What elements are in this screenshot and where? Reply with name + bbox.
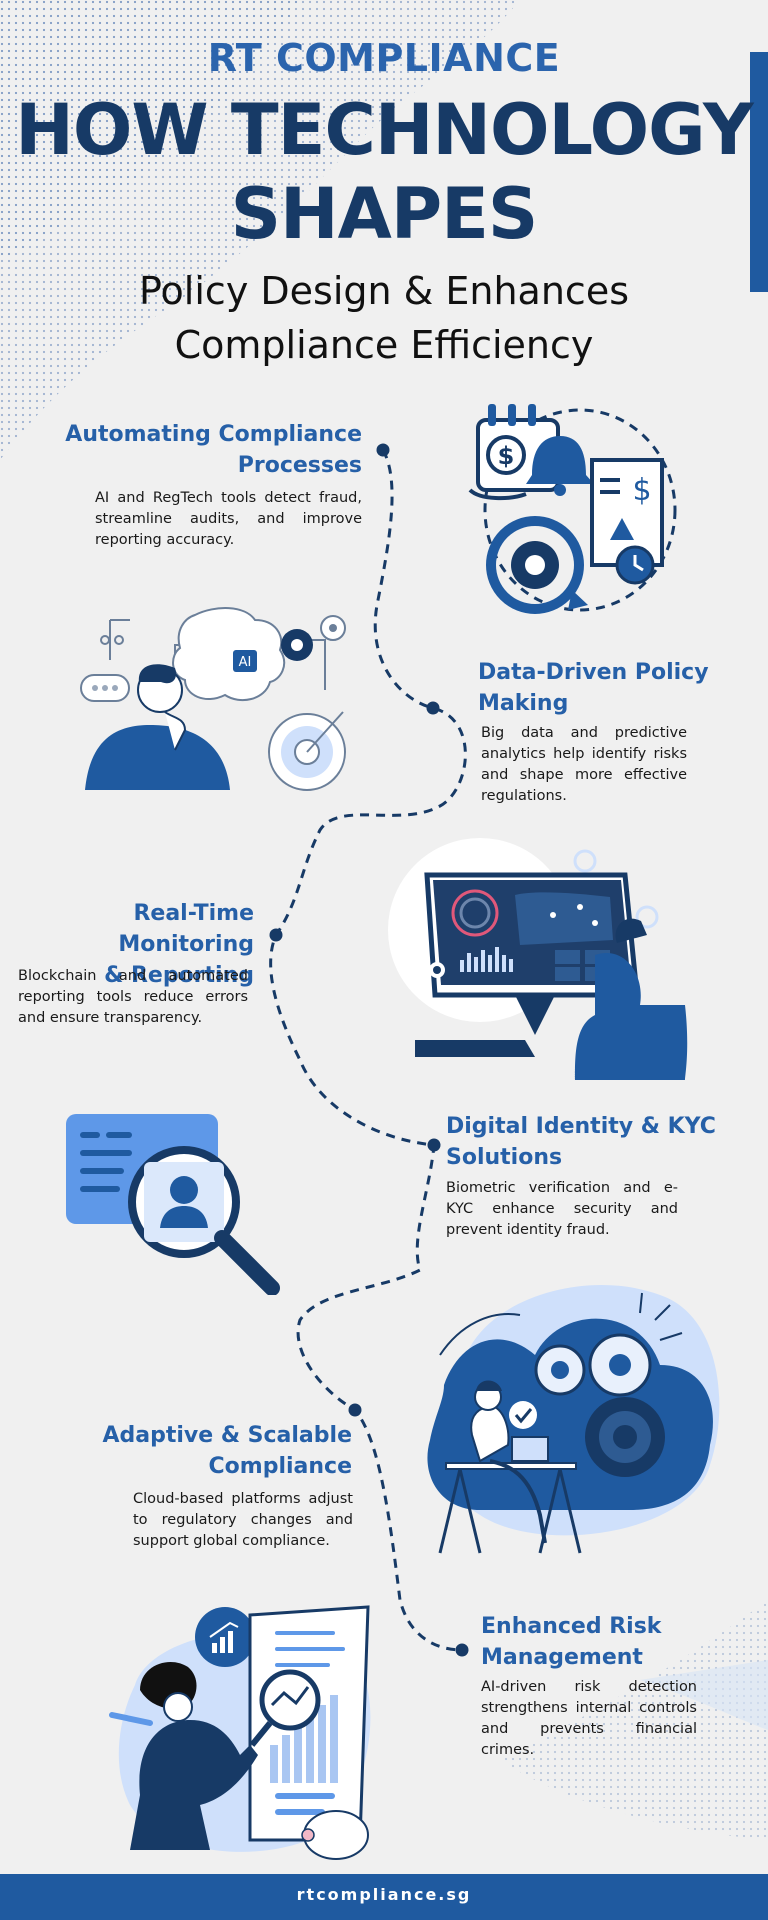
- subheadline-line-2: Compliance Efficiency: [174, 323, 594, 367]
- monitoring-dashboard-icon: [388, 838, 688, 1080]
- section-4-title: Digital Identity & KYC Solutions: [446, 1111, 736, 1173]
- brand-title: RT COMPLIANCE: [207, 36, 561, 80]
- section-6-title-line-2: Management: [481, 1645, 643, 1670]
- ai-chip-label: AI: [239, 655, 252, 670]
- svg-text:$: $: [632, 473, 651, 508]
- section-1-body: AI and RegTech tools detect fraud, strea…: [95, 490, 362, 548]
- section-2-title-line-2: Making: [478, 691, 569, 716]
- timeline-dot-5: [348, 1403, 362, 1417]
- timeline-dot-2: [426, 701, 440, 715]
- section-3-title: Real-Time Monitoring & Reporting: [10, 898, 254, 991]
- subheadline-line-1: Policy Design & Enhances: [139, 269, 629, 313]
- section-1-title-line-1: Automating Compliance: [65, 422, 362, 447]
- section-1-title-line-2: Processes: [237, 453, 362, 478]
- section-6-body: AI-driven risk detection strengthens int…: [481, 1679, 697, 1758]
- section-1-title: Automating Compliance Processes: [60, 419, 362, 481]
- subheadline: Policy Design & Enhances Compliance Effi…: [0, 264, 768, 372]
- identity-search-icon: [66, 1114, 280, 1295]
- footer-website-link[interactable]: rtcompliance.sg: [296, 1885, 472, 1904]
- section-5-title-line-1: Adaptive & Scalable: [102, 1423, 352, 1448]
- section-4-title-line-1: Digital Identity & KYC: [446, 1114, 716, 1139]
- section-4-body: Biometric verification and e-KYC enhance…: [446, 1180, 678, 1238]
- section-4-title-line-2: Solutions: [446, 1145, 563, 1170]
- section-3-title-line-1: Real-Time Monitoring: [118, 901, 254, 957]
- section-6-title-line-1: Enhanced Risk: [481, 1614, 662, 1639]
- headline-line-1: HOW TECHNOLOGY: [15, 89, 754, 171]
- timeline-dot-6: [455, 1643, 469, 1657]
- section-5-title: Adaptive & Scalable Compliance: [100, 1420, 352, 1482]
- section-2-title: Data-Driven Policy Making: [478, 657, 728, 719]
- timeline-dot-3: [269, 928, 283, 942]
- risk-analysis-icon: [109, 1605, 371, 1860]
- section-6-title: Enhanced Risk Management: [481, 1611, 731, 1673]
- ai-brain-thinker-icon: AI: [80, 607, 346, 791]
- headline: HOW TECHNOLOGY SHAPES: [0, 88, 768, 256]
- footer-bar: [0, 1874, 768, 1920]
- svg-text:$: $: [498, 442, 515, 470]
- section-5-title-line-2: Compliance: [208, 1454, 352, 1479]
- side-accent-bar: [750, 52, 768, 292]
- cloud-gears-icon: [427, 1285, 720, 1554]
- headline-line-2: SHAPES: [230, 173, 539, 255]
- section-3-body: Blockchain and automated reporting tools…: [18, 968, 248, 1026]
- section-2-title-line-1: Data-Driven Policy: [478, 660, 709, 685]
- timeline-dot-1: [376, 443, 390, 457]
- section-3-title-line-2: & Reporting: [104, 963, 254, 988]
- finance-process-icon: $ $: [468, 404, 677, 614]
- timeline-dot-4: [427, 1138, 441, 1152]
- section-2-body: Big data and predictive analytics help i…: [481, 725, 687, 804]
- section-5-body: Cloud-based platforms adjust to regulato…: [133, 1491, 353, 1549]
